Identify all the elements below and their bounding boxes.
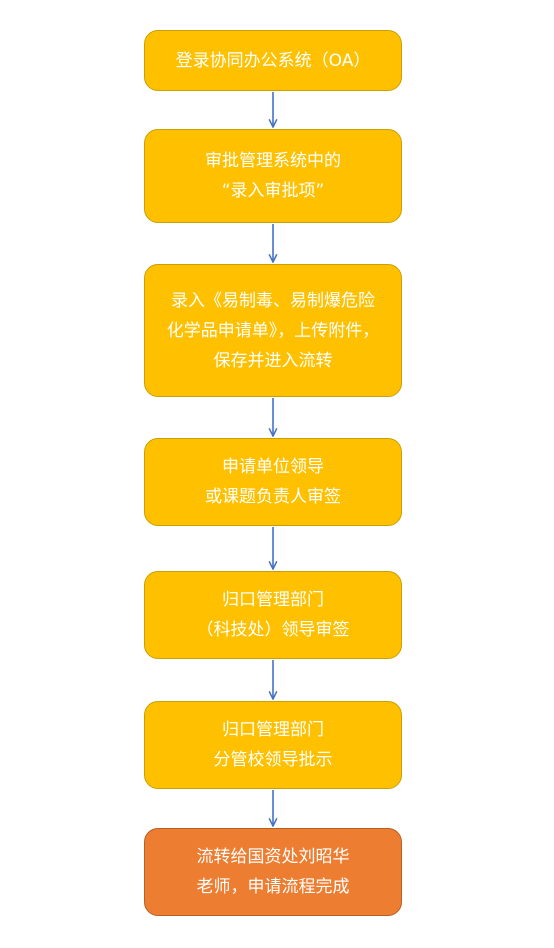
step-fill-application-form: 录入《易制毒、易制爆危险 化学品申请单》，上传附件， 保存并进入流转 (144, 264, 402, 397)
step-label: 归口管理部门 (222, 590, 324, 610)
step-label: 申请单位领导 (222, 457, 324, 477)
step-label: （科技处）领导审签 (196, 620, 350, 640)
step-label: 化学品申请单》，上传附件， (166, 320, 380, 341)
step-label: 审批管理系统中的 (205, 151, 341, 171)
step-label: 流转给国资处刘昭华 (196, 847, 350, 867)
step-label: 分管校领导批示 (213, 750, 333, 770)
step-label: 登录协同办公系统（OA） (175, 50, 371, 71)
step-department-leader-approval: 归口管理部门 （科技处）领导审签 (144, 571, 402, 659)
step-unit-leader-approval: 申请单位领导 或课题负责人审签 (144, 438, 402, 526)
step-login-oa: 登录协同办公系统（OA） (144, 30, 402, 91)
step-label: 归口管理部门 (222, 720, 324, 740)
step-label: 或课题负责人审签 (205, 487, 341, 507)
step-school-leader-approval: 归口管理部门 分管校领导批示 (144, 701, 402, 789)
step-process-complete: 流转给国资处刘昭华 老师，申请流程完成 (144, 828, 402, 916)
step-enter-approval-item: 审批管理系统中的 “录入审批项” (144, 129, 402, 223)
step-label: 老师，申请流程完成 (196, 877, 350, 897)
step-label: 保存并进入流转 (213, 350, 333, 371)
step-label: 录入《易制毒、易制爆危险 (171, 290, 375, 311)
step-label: “录入审批项” (221, 181, 325, 201)
